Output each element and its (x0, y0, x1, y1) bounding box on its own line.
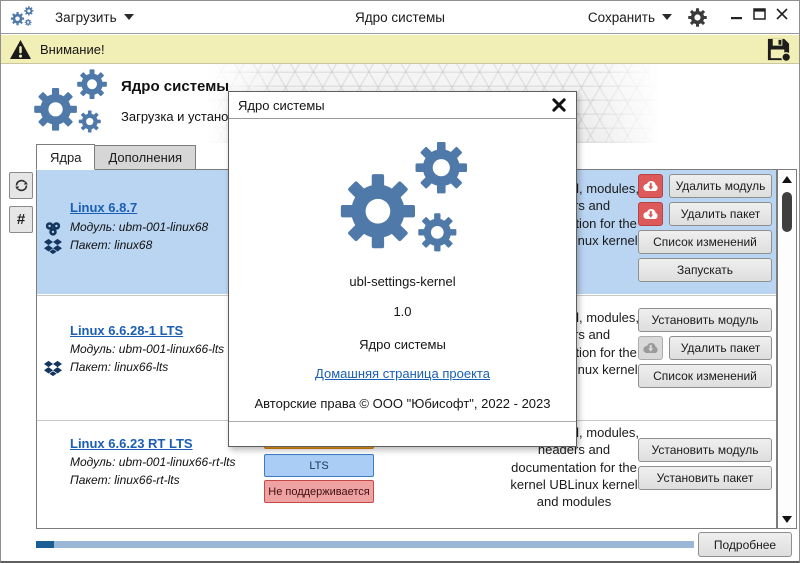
header-gears-logo (27, 66, 113, 142)
load-menu-label: Загрузить (55, 9, 117, 25)
scroll-down-button[interactable] (778, 510, 796, 528)
cloud-remove-package-icon-button[interactable] (638, 202, 663, 226)
delete-module-button[interactable]: Удалить модуль (669, 174, 772, 198)
dialog-separator (229, 421, 576, 422)
changelog-button[interactable]: Список изменений (638, 230, 772, 254)
kernel-name-link[interactable]: Linux 6.8.7 (70, 200, 138, 215)
kernel-name-link[interactable]: Linux 6.6.28-1 LTS (70, 323, 184, 338)
chevron-down-icon (662, 14, 672, 20)
chevron-down-icon (123, 14, 134, 20)
module-label: Модуль: ubm-001-linux66-rt-lts (70, 455, 236, 469)
progress-fill (36, 541, 54, 548)
close-window-button[interactable] (775, 7, 789, 21)
page-title: Ядро системы (121, 78, 230, 95)
scrollbar-track[interactable] (777, 169, 797, 529)
dialog-copyright: Авторские права © ООО "Юбисофт", 2022 - … (254, 396, 551, 411)
maximize-button[interactable] (752, 7, 766, 21)
unsupported-badge: Не поддерживается (264, 480, 374, 503)
lts-badge: LTS (264, 454, 374, 477)
dialog-close-icon[interactable] (551, 97, 567, 113)
module-label: Модуль: ubm-001-linux66-lts (70, 342, 225, 356)
dialog-app-name: Ядро системы (359, 337, 446, 352)
scrollbar-thumb[interactable] (782, 192, 792, 232)
homepage-link[interactable]: Домашняя страница проекта (315, 366, 490, 381)
cloud-download-icon (643, 343, 658, 354)
cloud-remove-module-icon-button[interactable] (638, 174, 663, 198)
tab-kernels[interactable]: Ядра (36, 144, 96, 170)
kernel-name-link[interactable]: Linux 6.6.23 RT LTS (70, 436, 193, 451)
tab-bar: Ядра Дополнения (36, 144, 197, 170)
save-config-icon[interactable] (766, 37, 791, 62)
delete-package-button[interactable]: Удалить пакет (669, 202, 772, 226)
refresh-icon (14, 179, 28, 192)
dialog-title: Ядро системы (238, 97, 325, 113)
run-button[interactable]: Запускать (638, 258, 772, 282)
module-label: Модуль: ubm-001-linux68 (70, 220, 209, 234)
save-menu-button[interactable]: Сохранить (588, 10, 672, 25)
cloud-download-icon (643, 181, 658, 192)
module-icon (45, 222, 61, 236)
details-button[interactable]: Подробнее (698, 532, 792, 557)
install-package-button[interactable]: Установить пакет (638, 466, 772, 490)
about-dialog: Ядро системы ubl-settings-kernel 1.0 Ядр… (228, 91, 577, 447)
settings-gear-icon[interactable] (688, 7, 707, 27)
install-module-button[interactable]: Установить модуль (638, 438, 772, 462)
warning-text: Внимание! (40, 41, 105, 57)
arrow-up-icon (782, 175, 792, 183)
dialog-gears-logo (324, 136, 482, 268)
warning-triangle-icon (10, 39, 31, 59)
delete-package-button[interactable]: Удалить пакет (669, 336, 772, 360)
progress-bar (36, 541, 694, 548)
package-label: Пакет: linux66-lts (70, 360, 169, 374)
refresh-button[interactable] (9, 172, 33, 199)
dialog-version: 1.0 (393, 304, 412, 319)
dialog-titlebar: Ядро системы (229, 92, 576, 119)
package-label: Пакет: linux68 (70, 238, 153, 252)
load-menu-button[interactable]: Загрузить (55, 10, 134, 25)
save-menu-label: Сохранить (587, 9, 655, 25)
package-label: Пакет: linux66-rt-lts (70, 473, 180, 487)
scroll-up-button[interactable] (778, 170, 796, 188)
app-gears-icon (9, 5, 35, 29)
package-icon (44, 238, 62, 255)
install-module-button[interactable]: Установить модуль (638, 308, 772, 332)
tab-addons[interactable]: Дополнения (95, 145, 197, 170)
dialog-app-id: ubl-settings-kernel (349, 274, 456, 289)
package-icon (44, 360, 62, 377)
changelog-button[interactable]: Список изменений (638, 364, 772, 388)
warning-bar: Внимание! (1, 35, 799, 64)
toolbar: Загрузить Ядро системы Сохранить (1, 1, 799, 34)
kernel-description: Linux kernel, modules, headers and docum… (509, 425, 640, 510)
cloud-download-icon (643, 209, 658, 220)
hash-button[interactable]: # (9, 206, 33, 233)
cloud-disabled-icon-button[interactable] (638, 336, 663, 360)
arrow-down-icon (782, 515, 792, 523)
minimize-button[interactable] (729, 7, 743, 21)
